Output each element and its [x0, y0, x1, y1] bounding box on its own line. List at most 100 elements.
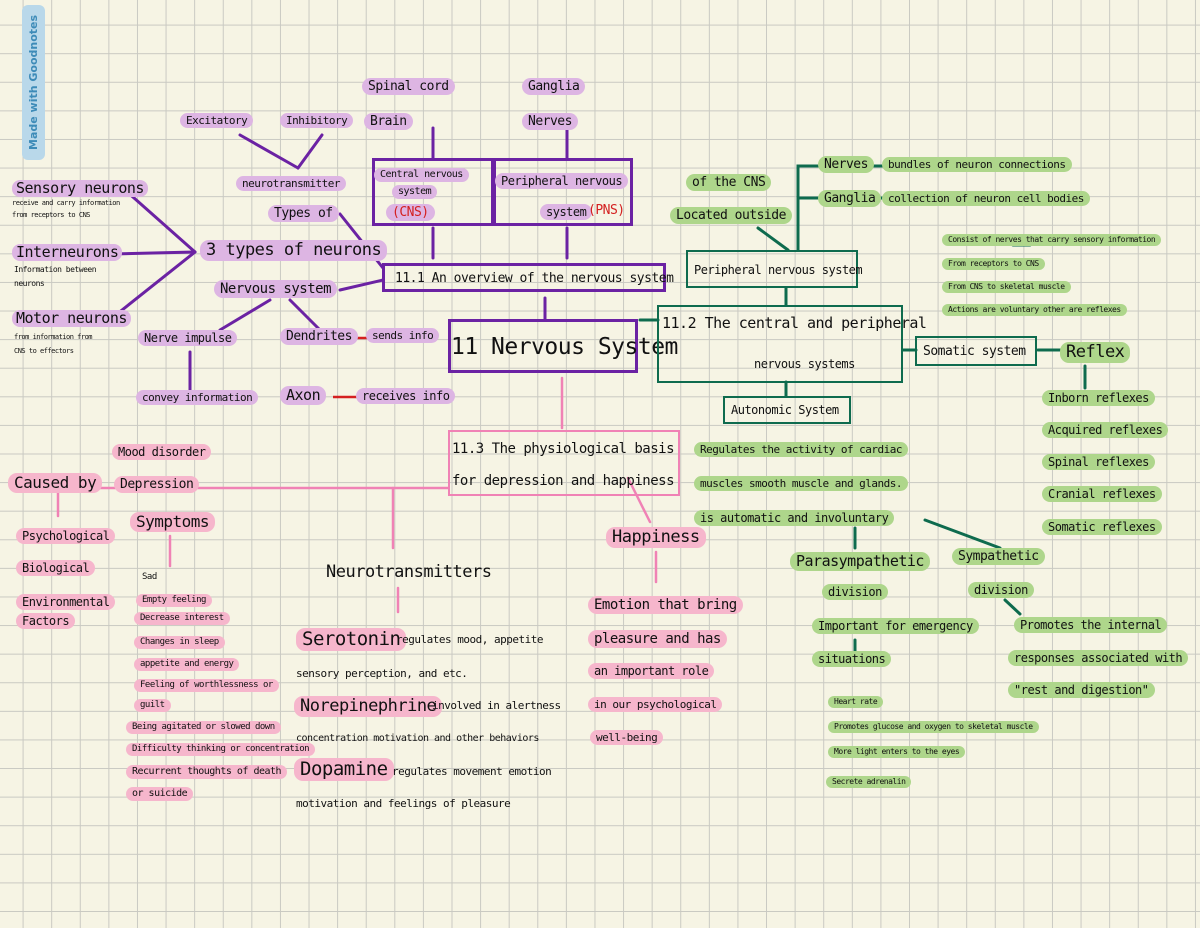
section-11-2-title-text: 11.2 The central and peripheral [662, 314, 927, 332]
motor-note-1: from information from [14, 333, 93, 341]
sympathetic-note-1: Promotes the internal [1014, 617, 1168, 633]
central-topic-box: 11 Nervous System [448, 319, 678, 373]
interneurons-label: Interneurons [12, 244, 123, 261]
sensory-note-2: from receptors to CNS [12, 211, 91, 219]
parasympathetic-label: Parasympathetic [790, 552, 930, 571]
nerves-top-label: Nerves [522, 113, 578, 130]
symptom-3: Decrease interest [134, 612, 230, 625]
reflex-label: Reflex [1060, 342, 1131, 363]
sympathetic-label: Sympathetic [952, 548, 1045, 565]
nervous-system-label: Nervous system [214, 280, 338, 298]
symptom-2: Empty feeling [136, 594, 212, 607]
sympathetic-division: division [968, 582, 1034, 598]
somatic-note-2: From receptors to CNS [942, 258, 1045, 270]
section-11-3-title-1: 11.3 The physiological basis [452, 441, 675, 457]
cause-psychological: Psychological [16, 528, 116, 544]
dopamine-label: Dopamine [294, 758, 394, 781]
neurotransmitters-heading: Neurotransmitters [326, 562, 492, 582]
brain-label: Brain [364, 113, 413, 130]
goodnotes-watermark: Made with Goodnotes [22, 4, 45, 160]
cause-factors: Factors [16, 613, 76, 629]
happiness-def-4: in our psychological [588, 697, 723, 712]
reflex-somatic: Somatic reflexes [1042, 519, 1162, 535]
symptom-10: Recurrent thoughts of death [126, 765, 288, 779]
axon-note: receives info [356, 388, 456, 404]
somatic-note-1: Consist of nerves that carry sensory inf… [942, 234, 1162, 246]
section-11-2-box [657, 305, 903, 383]
located-outside-label: Located outside [670, 207, 792, 224]
sensory-note-1: receive and carry information [12, 199, 120, 207]
sympathetic-note-3: "rest and digestion" [1008, 682, 1155, 698]
autonomic-note-1: Regulates the activity of cardiac [694, 442, 909, 457]
norepinephrine-label: Norepinephrine [294, 696, 443, 717]
section-11-1-box: 11.1 An overview of the nervous system [382, 263, 674, 292]
happiness-def-2: pleasure and has [588, 630, 727, 648]
motor-note-2: CNS to effectors [14, 347, 74, 355]
somatic-note-4: Actions are voluntary other are reflexes [942, 304, 1127, 316]
parasympathetic-note-2: situations [812, 651, 892, 667]
happiness-def-1: Emotion that bring [588, 596, 743, 614]
interneurons-note-2: neurons [14, 279, 45, 288]
somatic-system-box: Somatic system [915, 336, 1037, 366]
cns-box [372, 158, 494, 226]
symptoms-label: Symptoms [130, 512, 216, 532]
nerves-label: Nerves [818, 156, 874, 173]
symptom-4: Changes in sleep [134, 636, 225, 649]
dendrites-label: Dendrites [280, 328, 358, 345]
pns-box [493, 158, 633, 226]
pns-abbr: (PNS) [588, 203, 625, 218]
depression-label: Depression [114, 476, 200, 493]
mood-disorder-label: Mood disorder [112, 444, 212, 460]
inhibitory-label: Inhibitory [280, 113, 354, 128]
sympathetic-note-2: responses associated with [1008, 650, 1189, 666]
happiness-label: Happiness [606, 527, 706, 548]
happiness-def-3: an important role [588, 663, 715, 679]
happiness-def-5: well-being [590, 730, 664, 745]
of-the-cns-label: of the CNS [686, 174, 772, 191]
caused-by-label: Caused by [8, 473, 103, 493]
nerves-definition: bundles of neuron connections [882, 157, 1072, 172]
symptom-8: Being agitated or slowed down [126, 721, 281, 734]
dopamine-line-1: regulates movement emotion [392, 765, 552, 778]
serotonin-label: Serotonin [296, 628, 407, 651]
serotonin-line-2: sensory perception, and etc. [296, 667, 468, 680]
symptom-7: guilt [134, 699, 171, 712]
three-types-neurons: 3 types of neurons [200, 240, 388, 261]
small-note-heart-rate: Heart rate [828, 696, 884, 708]
spinal-cord-label: Spinal cord [362, 78, 455, 95]
small-note-light: More light enters to the eyes [828, 746, 966, 758]
autonomic-note-2: muscles smooth muscle and glands. [694, 476, 909, 491]
section-11-3-box [448, 430, 680, 496]
sensory-neurons-label: Sensory neurons [12, 180, 148, 197]
parasympathetic-division: division [822, 584, 888, 600]
norepinephrine-line-2: concentration motivation and other behav… [296, 733, 539, 744]
serotonin-line-1: regulates mood, appetite [396, 633, 543, 646]
symptom-11: or suicide [126, 787, 194, 801]
interneurons-note-1: Information between [14, 265, 97, 274]
reflex-inborn: Inborn reflexes [1042, 390, 1155, 406]
section-11-2-title-1: 11.2 The central and peripheral [662, 314, 927, 332]
small-note-glucose: Promotes glucose and oxygen to skeletal … [828, 721, 1039, 733]
symptom-1: Sad [142, 572, 157, 582]
parasympathetic-note-1: Important for emergency [812, 618, 979, 634]
cns-abbr: (CNS) [386, 204, 435, 221]
dendrites-note: sends info [366, 328, 440, 343]
nerve-impulse-label: Nerve impulse [138, 330, 238, 346]
reflex-acquired: Acquired reflexes [1042, 422, 1169, 438]
reflex-cranial: Cranial reflexes [1042, 486, 1162, 502]
ganglia-definition: collection of neuron cell bodies [882, 191, 1090, 206]
motor-neurons-label: Motor neurons [12, 310, 131, 327]
convey-information-label: convey information [136, 390, 259, 405]
pns-label-1: Peripheral nervous [495, 173, 629, 189]
cns-label-2: system [392, 185, 438, 199]
autonomic-system-box: Autonomic System [723, 396, 851, 424]
pns-label-2: system [540, 204, 593, 220]
cause-environmental: Environmental [16, 594, 116, 610]
excitatory-label: Excitatory [180, 113, 254, 128]
section-11-2-title-2: nervous systems [754, 357, 855, 371]
section-11-3-title-2: for depression and happiness [452, 473, 675, 489]
axon-label: Axon [280, 386, 327, 405]
ganglia-label: Ganglia [818, 190, 882, 207]
symptom-9: Difficulty thinking or concentration [126, 743, 316, 756]
cns-label-1: Central nervous [374, 168, 469, 182]
